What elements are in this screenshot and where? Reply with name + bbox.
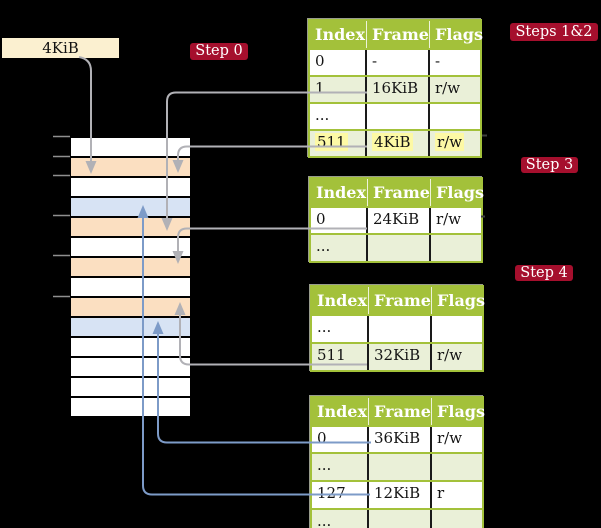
table-header: Index Frame Flags: [312, 287, 485, 314]
memory-row-blue: [71, 318, 190, 338]
cell-index: 0: [312, 427, 369, 452]
cell-flags: [430, 104, 480, 129]
cell-frame: 16KiB: [367, 77, 430, 102]
table-row: 0 36KiB r/w: [312, 425, 482, 452]
table-header: Index Frame Flags: [310, 21, 483, 48]
memory-row-orange: [71, 218, 190, 238]
table-row-highlighted: 511 4KiB r/w: [310, 129, 480, 156]
table-row: ...: [312, 314, 482, 342]
cell-flags: r/w: [435, 79, 461, 97]
page-table-steps12: Index Frame Flags 0 - - 1 16KiB r/w ... …: [308, 19, 483, 158]
badge-step3: Step 3: [521, 157, 578, 173]
column-header-frame: Frame: [369, 287, 432, 314]
cell-frame: [367, 104, 430, 129]
table-row: 127 12KiB r: [312, 480, 482, 508]
cell-frame: [368, 235, 431, 261]
cell-frame: [369, 454, 432, 480]
cell-index: ...: [312, 454, 369, 480]
memory-row-white: [71, 378, 190, 398]
table-row: 511 32KiB r/w: [312, 342, 482, 370]
cell-index: ...: [311, 235, 368, 261]
cell-flags: r/w: [436, 210, 462, 228]
memory-row-orange: [71, 158, 190, 178]
column-header-flags: Flags: [436, 183, 484, 202]
table-row: 1 16KiB r/w: [310, 75, 480, 102]
badge-step0: Step 0: [190, 43, 248, 60]
cell-flags: r: [437, 484, 445, 502]
table-row: ...: [312, 452, 482, 480]
table-row: 0 24KiB r/w: [311, 206, 481, 233]
memory-column: [71, 136, 190, 418]
cell-index: 0: [311, 208, 368, 233]
memory-row-orange: [71, 298, 190, 318]
cell-index: ...: [312, 510, 369, 528]
cell-flags: -: [435, 52, 441, 70]
memory-row-orange: [71, 258, 190, 278]
memory-row-white: [71, 278, 190, 298]
cell-frame: [369, 510, 432, 528]
page-table-step4: Index Frame Flags ... 511 32KiB r/w: [310, 285, 485, 372]
table-row: 0 - -: [310, 48, 480, 75]
memory-row-white: [71, 138, 190, 158]
stub-mark: [482, 134, 487, 137]
table-header: Index Frame Flags: [311, 179, 484, 206]
frame-size-label: 4KiB: [2, 38, 119, 58]
column-header-frame: Frame: [369, 398, 432, 425]
memory-ticks: [53, 135, 70, 298]
cell-index: ...: [310, 104, 367, 129]
memory-row-white: [71, 238, 190, 258]
cell-index: 0: [310, 50, 367, 75]
cell-flags: [432, 454, 482, 480]
cell-flags: r/w: [437, 346, 463, 364]
column-header-index: Index: [312, 287, 369, 314]
cell-frame: -: [367, 50, 430, 75]
table-header: Index Frame Flags: [312, 398, 485, 425]
cell-flags: [432, 316, 482, 342]
page-table-step3: Index Frame Flags 0 24KiB r/w ...: [309, 177, 484, 263]
cell-frame: 32KiB: [369, 344, 432, 370]
cell-frame: [369, 316, 432, 342]
column-header-index: Index: [311, 179, 368, 206]
table-row: ...: [310, 102, 480, 129]
cell-flags: [431, 235, 481, 261]
column-header-flags: Flags: [437, 291, 485, 310]
cell-index: ...: [312, 316, 369, 342]
column-header-frame: Frame: [367, 21, 430, 48]
cell-index: 511: [312, 344, 369, 370]
cell-frame: 36KiB: [369, 427, 432, 452]
cell-index: 127: [312, 482, 369, 508]
column-header-flags: Flags: [435, 25, 483, 44]
column-header-index: Index: [310, 21, 367, 48]
cell-index: 1: [310, 77, 367, 102]
memory-row-blue: [71, 198, 190, 218]
badge-step4: Step 4: [515, 265, 573, 281]
memory-row-white: [71, 178, 190, 198]
page-table-last-level: Index Frame Flags 0 36KiB r/w ... 127 12…: [310, 396, 485, 528]
cell-frame: 12KiB: [369, 482, 432, 508]
column-header-frame: Frame: [368, 179, 431, 206]
memory-row-white: [71, 358, 190, 378]
badge-steps1and2: Steps 1&2: [510, 23, 598, 41]
memory-row-white: [71, 398, 190, 418]
cell-index: 511: [310, 131, 367, 156]
cell-flags: r/w: [435, 133, 465, 151]
table-row: ...: [311, 233, 481, 261]
column-header-flags: Flags: [437, 402, 485, 421]
cell-frame: 4KiB: [367, 131, 430, 156]
memory-row-white: [71, 338, 190, 358]
column-header-index: Index: [312, 398, 369, 425]
cell-flags: [432, 510, 482, 528]
cell-frame: 24KiB: [368, 208, 431, 233]
cell-flags: r/w: [437, 429, 463, 447]
table-row: ...: [312, 508, 482, 528]
